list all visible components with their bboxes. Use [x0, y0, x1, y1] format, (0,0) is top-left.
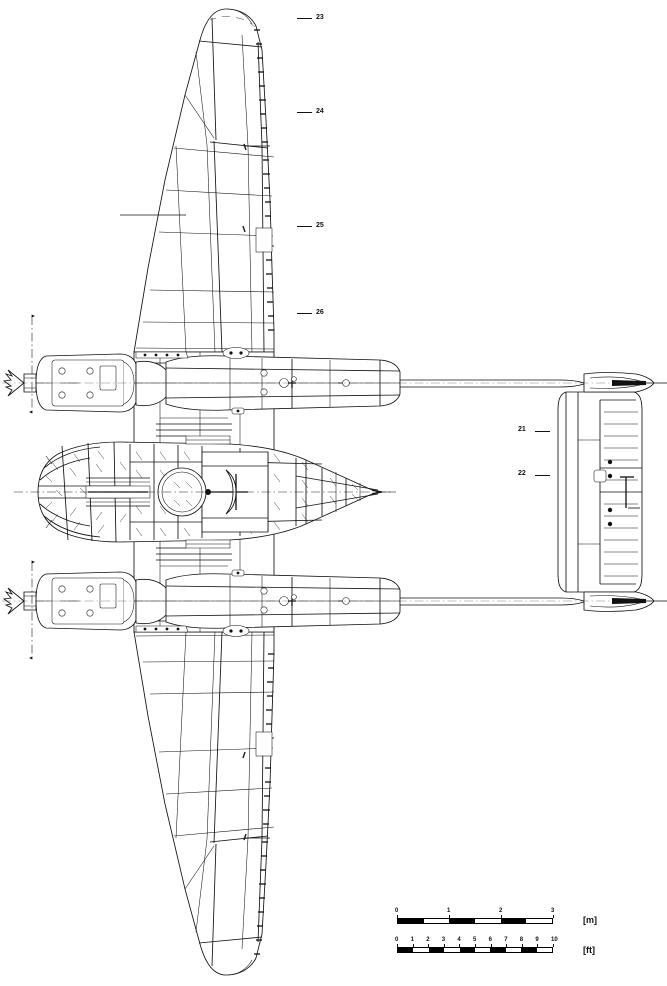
scale-tick-mark	[449, 915, 450, 918]
scale-segment	[413, 948, 429, 952]
scale-tick-scale-feet-1: 1	[410, 937, 414, 943]
callout-number-25: 25	[316, 222, 324, 229]
scale-tick-mark	[501, 915, 502, 918]
scale-tick-mark	[553, 944, 554, 947]
scale-segment	[536, 948, 553, 952]
scale-segment	[444, 948, 460, 952]
callout-number-21: 21	[518, 426, 526, 433]
callout-number-26: 26	[316, 309, 324, 316]
scale-tick-mark	[412, 944, 414, 947]
scale-segment	[505, 948, 522, 952]
scale-segment	[398, 948, 414, 952]
scale-tick-scale-feet-3: 3	[441, 937, 446, 943]
scale-segment	[526, 919, 553, 923]
scale-tick-mark	[475, 944, 476, 947]
scale-tick-mark	[553, 915, 554, 918]
scale-tick-scale-feet-10: 10	[551, 937, 558, 943]
scale-tick-scale-feet-2: 2	[426, 937, 430, 943]
scale-tick-mark	[397, 944, 398, 947]
callout-leader-line	[297, 313, 312, 314]
tail-assembly	[557, 391, 643, 593]
scale-tick-scale-meters-3: 3	[551, 908, 555, 914]
scale-unit-label-scale-meters: [m]	[583, 915, 597, 925]
scale-tick-mark	[521, 944, 523, 947]
scale-tick-mark	[397, 915, 398, 918]
callout-number-24: 24	[316, 108, 324, 115]
scale-feet	[397, 947, 553, 953]
wing-lower-half	[133, 631, 275, 976]
scale-tick-scale-feet-4: 4	[457, 937, 461, 943]
scale-segment	[521, 948, 537, 952]
tailplane-tips	[583, 372, 667, 612]
scale-tick-scale-feet-6: 6	[488, 937, 492, 943]
callout-leader-line	[297, 18, 312, 19]
callout-number-22: 22	[518, 470, 526, 477]
scale-segment	[475, 948, 491, 952]
callout-leader-line	[535, 431, 550, 432]
centerline-group	[2, 382, 667, 602]
glazed-nose-framing	[38, 441, 130, 543]
scale-tick-mark	[537, 944, 539, 947]
scale-unit-label-scale-feet: [ft]	[583, 945, 595, 955]
scale-tick-scale-feet-0: 0	[395, 937, 399, 943]
scale-segment	[490, 948, 506, 952]
callout-leader-line	[297, 226, 312, 227]
scale-meters	[397, 918, 553, 924]
fuselage-upper-attachments	[156, 417, 232, 567]
scale-tick-mark	[506, 944, 508, 947]
wing-upper-half	[120, 8, 275, 353]
callout-leader-line	[297, 112, 312, 113]
scale-tick-scale-feet-5: 5	[473, 937, 477, 943]
scale-tick-scale-meters-2: 2	[499, 908, 503, 914]
callout-leader-line	[535, 475, 550, 476]
boom-lower	[2, 569, 585, 637]
boom-upper	[2, 347, 585, 415]
scale-tick-mark	[443, 944, 445, 947]
scale-tick-scale-meters-0: 0	[395, 908, 399, 914]
scale-tick-scale-feet-7: 7	[504, 937, 508, 943]
scale-segment	[398, 919, 424, 923]
scale-segment	[475, 919, 501, 923]
scale-segment	[428, 948, 445, 952]
scale-tick-mark	[459, 944, 461, 947]
scale-segment	[459, 948, 476, 952]
scale-tick-scale-meters-1: 1	[447, 908, 451, 914]
scale-tick-mark	[428, 944, 430, 947]
scale-segment	[500, 919, 527, 923]
scale-segment	[449, 919, 476, 923]
callout-number-23: 23	[316, 14, 324, 21]
scale-tick-mark	[490, 944, 492, 947]
scale-tick-scale-feet-9: 9	[535, 937, 539, 943]
scale-segment	[423, 919, 450, 923]
scale-tick-scale-feet-8: 8	[519, 937, 524, 943]
